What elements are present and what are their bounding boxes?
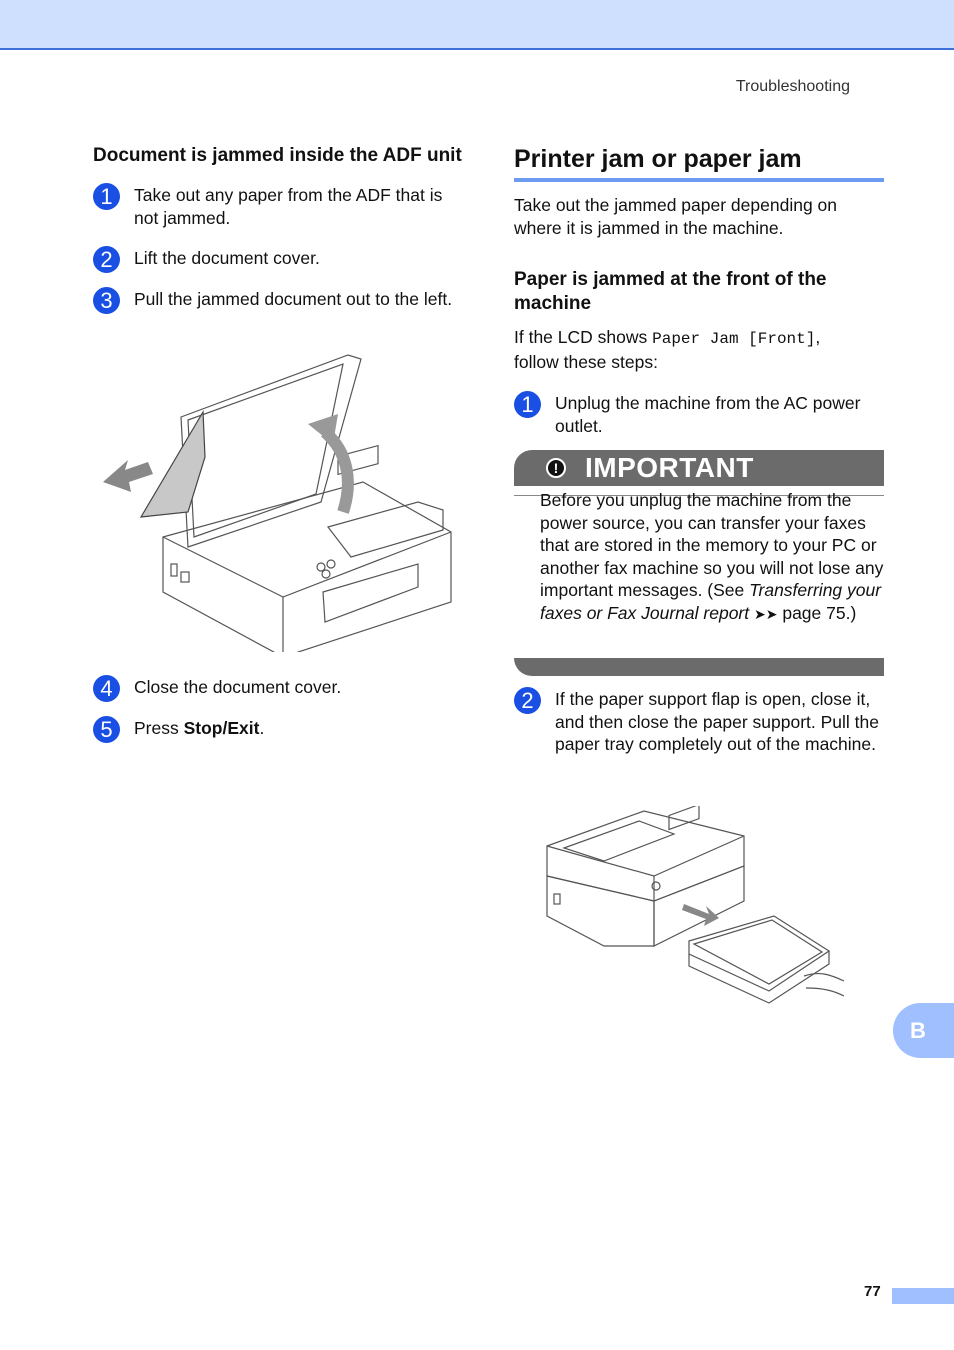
lcd-text-line2: follow these steps: [514,352,658,372]
adf-step-4: 4 Close the document cover. [93,675,463,702]
adf-step-5: 5 Press Stop/Exit. [93,715,463,743]
important-rule [514,495,884,496]
step-text: Close the document cover. [134,677,342,697]
step-number-badge: 1 [93,183,120,210]
front-jam-subheading: Paper is jammed at the front of the mach… [514,269,827,314]
important-reference: Transferring your faxes or Fax Journal r… [540,580,882,623]
important-header-bar: ! IMPORTANT [514,450,884,486]
section-heading: Printer jam or paper jam [514,145,802,173]
front-step-2: 2 If the paper support flap is open, clo… [514,687,884,756]
heading-underline [514,178,884,182]
exclamation-icon: ! [546,458,566,478]
step-text-pre: Press [134,717,184,738]
page-number: 77 [864,1283,881,1300]
important-page-ref: page 75.) [777,602,857,623]
intro-paragraph: Take out the jammed paper depending on w… [514,195,838,238]
top-band [0,0,954,50]
lcd-text-pre: If the LCD shows [514,327,653,347]
double-arrow-icon: ➤➤ [754,605,778,622]
lcd-message-code: Paper Jam [Front] [652,330,816,348]
step-number-badge: 2 [93,246,120,273]
step-number-badge: 4 [93,675,120,702]
running-header: Troubleshooting [735,78,850,95]
paper-tray-illustration [546,806,845,1004]
important-box: ! IMPORTANT Before you unplug the machin… [514,450,884,676]
step-text: Press Stop/Exit. [134,717,463,740]
important-text: Before you unplug the machine from the p… [514,489,884,625]
adf-jam-heading: Document is jammed inside the ADF unit [93,145,462,166]
step-text: Take out any paper from the ADF that is … [134,185,443,228]
stop-exit-key-label: Stop/Exit [183,717,260,738]
important-title: IMPORTANT [585,452,754,483]
adf-jam-illustration [103,354,452,652]
step-text: Pull the jammed document out to the left… [134,288,453,309]
adf-step-2: 2 Lift the document cover. [93,246,463,273]
adf-step-3: 3 Pull the jammed document out to the le… [93,286,463,314]
step-text: If the paper support flap is open, close… [555,689,879,754]
step-number-badge: 3 [93,286,120,314]
lcd-text-post: , [815,327,821,347]
step-text: Lift the document cover. [134,248,320,268]
step-number-badge: 2 [514,687,541,714]
right-column: Printer jam or paper jam Take out the ja… [514,144,884,1004]
step-text-post: . [259,717,265,738]
adf-step-1: 1 Take out any paper from the ADF that i… [93,183,463,229]
lcd-paragraph: If the LCD shows Paper Jam [Front], follo… [514,326,884,374]
important-bottom-bar [514,658,884,676]
step-number-badge: 1 [514,391,541,418]
front-step-1: 1 Unplug the machine from the AC power o… [514,391,884,437]
left-column: Document is jammed inside the ADF unit 1… [93,144,463,743]
page-number-tab [892,1288,954,1304]
step-text: Unplug the machine from the AC power out… [555,393,861,436]
appendix-tab: B [893,1003,954,1058]
important-body: Before you unplug the machine from the p… [540,490,884,600]
step-number-badge: 5 [93,715,120,743]
